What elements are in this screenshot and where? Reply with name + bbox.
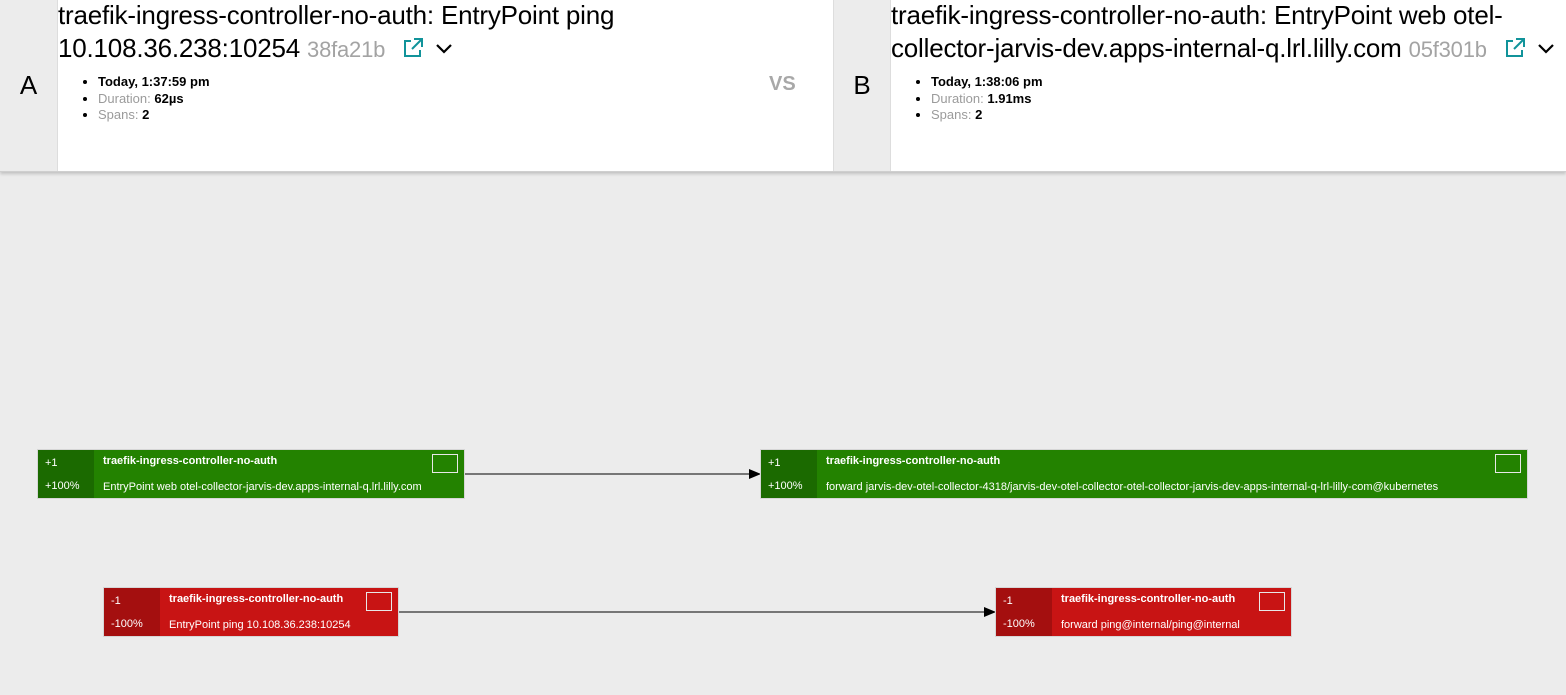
node-body: traefik-ingress-controller-no-auth forwa… <box>817 450 1527 498</box>
node-select-box[interactable] <box>1259 592 1285 611</box>
chevron-down-icon[interactable] <box>435 31 453 62</box>
trace-b-title: traefik-ingress-controller-no-auth: Entr… <box>891 0 1566 66</box>
trace-b-label: B <box>833 0 891 171</box>
trace-a-duration: Duration: 62µs <box>98 91 833 108</box>
graph-node[interactable]: +1 +100% traefik-ingress-controller-no-a… <box>760 449 1528 499</box>
node-body: traefik-ingress-controller-no-auth Entry… <box>94 450 464 498</box>
node-operation: forward jarvis-dev-otel-collector-4318/j… <box>826 481 1439 493</box>
node-count: -1 <box>1003 595 1013 607</box>
trace-diff-graph[interactable]: +1 +100% traefik-ingress-controller-no-a… <box>0 173 1566 695</box>
vs-label: VS <box>769 73 796 95</box>
node-select-box[interactable] <box>1495 454 1521 473</box>
trace-a-panel: traefik-ingress-controller-no-auth: Entr… <box>58 0 833 124</box>
graph-node[interactable]: +1 +100% traefik-ingress-controller-no-a… <box>37 449 465 499</box>
trace-a-spans: Spans: 2 <box>98 107 833 124</box>
trace-a-title-text: traefik-ingress-controller-no-auth: Entr… <box>58 0 615 63</box>
node-operation: EntryPoint web otel-collector-jarvis-dev… <box>103 481 422 493</box>
node-percent: -100% <box>111 618 143 630</box>
trace-a-timestamp: Today, 1:37:59 pm <box>98 74 833 91</box>
trace-b-title-text: traefik-ingress-controller-no-auth: Entr… <box>891 0 1503 63</box>
trace-b-panel: traefik-ingress-controller-no-auth: Entr… <box>891 0 1566 124</box>
node-percent: +100% <box>768 480 803 492</box>
trace-b-id: 05f301b <box>1408 37 1487 62</box>
node-stat: +1 +100% <box>761 450 817 498</box>
trace-a-id: 38fa21b <box>307 37 386 62</box>
node-count: +1 <box>768 457 781 469</box>
node-count: +1 <box>45 457 58 469</box>
node-service: traefik-ingress-controller-no-auth <box>1061 593 1236 605</box>
node-stat: -1 -100% <box>996 588 1052 636</box>
node-percent: -100% <box>1003 618 1035 630</box>
node-service: traefik-ingress-controller-no-auth <box>103 455 278 467</box>
node-percent: +100% <box>45 480 80 492</box>
node-count: -1 <box>111 595 121 607</box>
node-service: traefik-ingress-controller-no-auth <box>169 593 344 605</box>
trace-b-meta: Today, 1:38:06 pm Duration: 1.91ms Spans… <box>931 74 1566 124</box>
trace-compare-header: A traefik-ingress-controller-no-auth: En… <box>0 0 1566 172</box>
graph-edges <box>399 469 996 617</box>
chevron-down-icon[interactable] <box>1537 31 1555 62</box>
trace-a-meta: Today, 1:37:59 pm Duration: 62µs Spans: … <box>98 74 833 124</box>
trace-a-label: A <box>0 0 58 171</box>
trace-b-duration: Duration: 1.91ms <box>931 91 1566 108</box>
node-select-box[interactable] <box>432 454 458 473</box>
node-body: traefik-ingress-controller-no-auth forwa… <box>1052 588 1291 636</box>
trace-b-timestamp: Today, 1:38:06 pm <box>931 74 1566 91</box>
node-body: traefik-ingress-controller-no-auth Entry… <box>160 588 398 636</box>
trace-b-spans: Spans: 2 <box>931 107 1566 124</box>
graph-node[interactable]: -1 -100% traefik-ingress-controller-no-a… <box>995 587 1292 637</box>
node-operation: forward ping@internal/ping@internal <box>1061 619 1240 631</box>
node-stat: -1 -100% <box>104 588 160 636</box>
graph-node[interactable]: -1 -100% traefik-ingress-controller-no-a… <box>103 587 399 637</box>
node-stat: +1 +100% <box>38 450 94 498</box>
node-select-box[interactable] <box>366 592 392 611</box>
node-operation: EntryPoint ping 10.108.36.238:10254 <box>169 619 351 631</box>
trace-a-title: traefik-ingress-controller-no-auth: Entr… <box>58 0 833 66</box>
external-link-icon[interactable] <box>402 35 424 66</box>
external-link-icon[interactable] <box>1504 35 1526 66</box>
node-service: traefik-ingress-controller-no-auth <box>826 455 1001 467</box>
